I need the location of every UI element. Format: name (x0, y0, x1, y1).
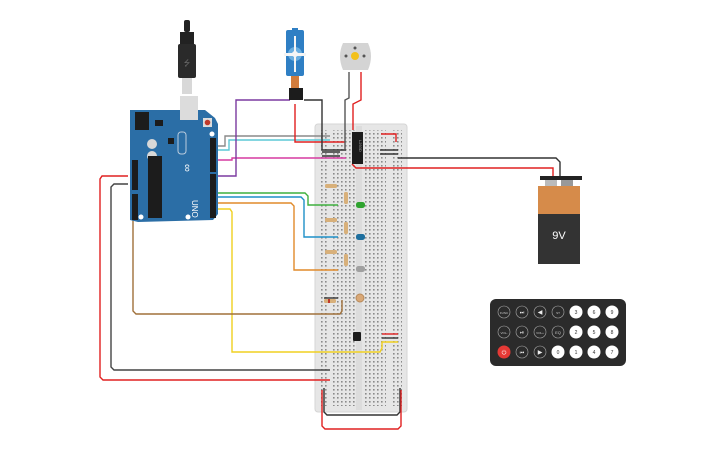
remote-button-6[interactable]: 6 (587, 305, 601, 319)
motor-driver-ic[interactable]: L293D (352, 132, 363, 164)
svg-text:⏮: ⏮ (520, 350, 525, 356)
infinity-logo-icon: ∞ (181, 164, 193, 172)
remote-button-power[interactable]: ⏻ (497, 345, 511, 359)
wire-blue (215, 196, 338, 238)
svg-text:6: 6 (593, 310, 596, 316)
wire-red-long (99, 175, 330, 381)
svg-text:9: 9 (611, 310, 614, 316)
resistor (344, 222, 348, 234)
svg-text:0: 0 (557, 350, 560, 356)
wire-motor-black (344, 72, 350, 150)
svg-text:⏭: ⏭ (520, 310, 525, 316)
svg-text:⏯: ⏯ (520, 330, 524, 336)
ir-remote[interactable]: FUNC ⏭ ◀ ST 3 6 9 VOL- ⏯ VOL+ EQ 2 5 8 ⏻… (490, 299, 626, 366)
svg-text:EQ: EQ (555, 330, 561, 335)
motor-shaft (351, 52, 359, 60)
wire-green (215, 192, 338, 206)
wire-battery-red (351, 163, 554, 178)
wire-cyan (215, 139, 330, 151)
wire-purple (215, 99, 290, 177)
remote-button-skip-back[interactable]: ⏮ (515, 345, 529, 359)
atmega-chip (148, 156, 162, 218)
remote-button-5[interactable]: 5 (587, 325, 601, 339)
wires (99, 72, 561, 430)
arduino-logo-text: UNO (190, 200, 199, 218)
remote-button-play-pause[interactable]: ⏯ (515, 325, 529, 339)
usb-port (180, 96, 198, 120)
remote-button-vol-plus[interactable]: VOL+ (533, 325, 547, 339)
svg-text:VOL-: VOL- (500, 331, 507, 335)
dc-motor[interactable] (340, 43, 371, 70)
usb-icon: ⭍ (184, 59, 191, 68)
resistor (344, 254, 348, 266)
remote-button-8[interactable]: 8 (605, 325, 619, 339)
wire-orange (215, 202, 338, 271)
wire-battery-black (398, 157, 561, 178)
wire-bottom-black (323, 388, 401, 416)
remote-button-left[interactable]: ◀ (533, 305, 547, 319)
resistor (344, 192, 348, 204)
remote-button-play[interactable]: ▶ (533, 345, 547, 359)
wire-servo-black (304, 99, 346, 151)
led-green (356, 202, 365, 208)
battery-9v[interactable]: 9V (538, 176, 582, 264)
remote-button-1[interactable]: 1 (569, 345, 583, 359)
remote-button-eq[interactable]: EQ (551, 325, 565, 339)
led-white (356, 266, 365, 272)
remote-button-9[interactable]: 9 (605, 305, 619, 319)
battery-label: 9V (552, 230, 566, 242)
svg-text:FUNC: FUNC (500, 311, 509, 315)
remote-button-2[interactable]: 2 (569, 325, 583, 339)
svg-text:ST: ST (556, 311, 560, 315)
remote-button-7[interactable]: 7 (605, 345, 619, 359)
svg-text:3: 3 (575, 310, 578, 316)
wire-servo-red (294, 104, 345, 143)
resistor (325, 184, 337, 188)
svg-text:▶: ▶ (538, 350, 543, 356)
wire-gray (215, 135, 330, 147)
svg-text:5: 5 (593, 330, 596, 336)
svg-text:2: 2 (575, 330, 578, 336)
remote-button-3[interactable]: 3 (569, 305, 583, 319)
remote-button-0[interactable]: 0 (551, 345, 565, 359)
wire-black-long (110, 183, 330, 371)
wire-yellow (215, 208, 398, 353)
svg-text:8: 8 (611, 330, 614, 336)
svg-text:1: 1 (575, 350, 578, 356)
svg-text:VOL+: VOL+ (536, 331, 544, 335)
ic-label: L293D (358, 140, 363, 152)
remote-button-vol-minus[interactable]: VOL- (497, 325, 511, 339)
resistor (325, 250, 337, 254)
svg-text:4: 4 (593, 350, 596, 356)
remote-button-4[interactable]: 4 (587, 345, 601, 359)
wire-red-rail (381, 133, 397, 142)
remote-button-st-rept[interactable]: ⏭ (515, 305, 529, 319)
ir-receiver[interactable] (353, 332, 361, 341)
power-jack (135, 112, 149, 130)
svg-text:7: 7 (611, 350, 614, 356)
svg-text:◀: ◀ (538, 310, 543, 316)
usb-cable[interactable]: ⭍ (178, 20, 196, 94)
wire-motor-red (352, 72, 362, 130)
remote-button-st[interactable]: ST (551, 305, 565, 319)
power-icon: ⏻ (502, 350, 507, 357)
wire-brown (132, 220, 343, 315)
micro-servo[interactable] (284, 28, 306, 100)
arduino-uno[interactable]: UNO ∞ (130, 96, 218, 222)
wire-magenta (215, 157, 346, 161)
wire-bottom-red (321, 390, 402, 430)
leds[interactable] (356, 202, 365, 272)
resistors[interactable] (324, 184, 348, 303)
servo-connector (289, 88, 303, 100)
resistor (325, 218, 337, 222)
led-blue (356, 234, 365, 240)
remote-button-func[interactable]: FUNC (497, 305, 511, 319)
photoresistor[interactable] (355, 293, 365, 303)
